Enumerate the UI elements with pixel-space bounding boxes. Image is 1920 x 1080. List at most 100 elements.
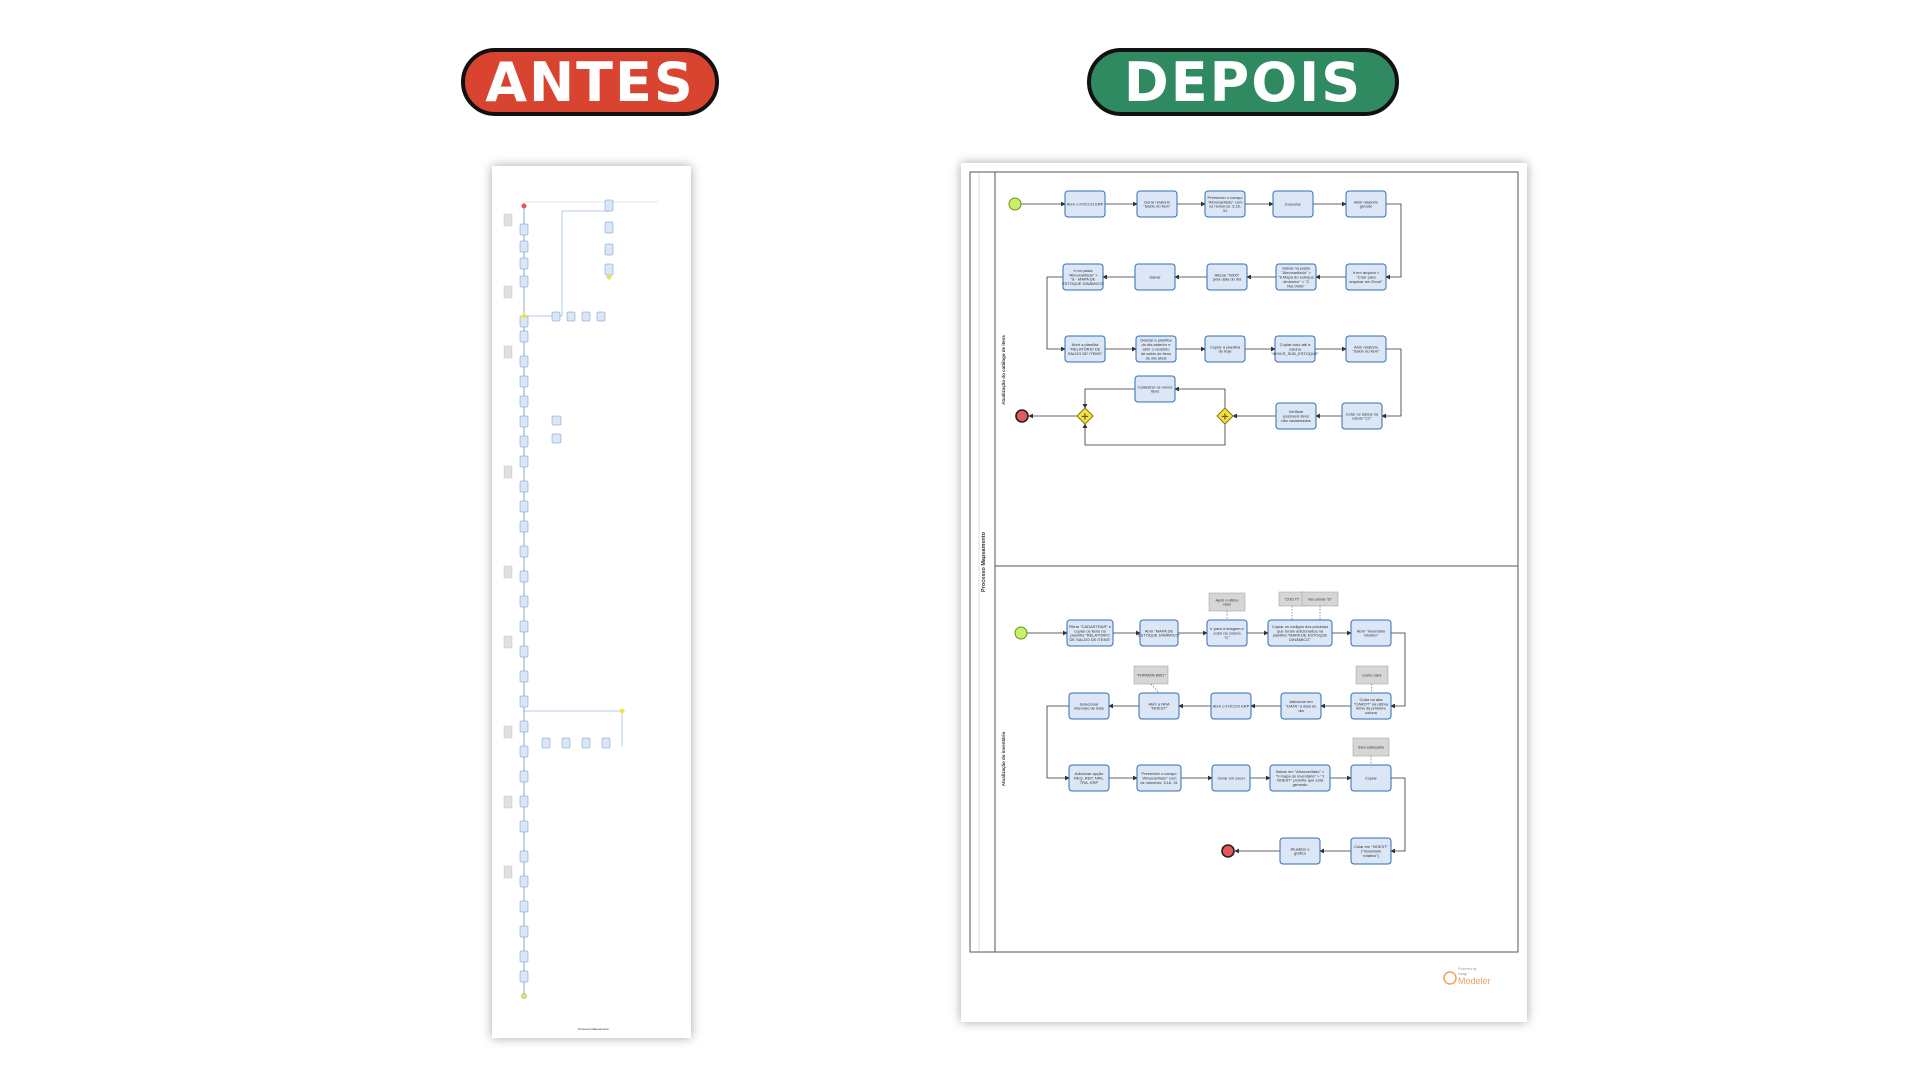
lane-label-inventory: Atualização do inventário xyxy=(1001,731,1006,786)
task-catalog-9-label: Salvar xyxy=(1149,275,1161,280)
before-task xyxy=(519,695,529,708)
before-branch-flow xyxy=(524,210,609,317)
before-task xyxy=(519,820,529,833)
task-inventory-16 xyxy=(1350,837,1392,865)
task-catalog-12 xyxy=(1135,335,1177,363)
before-task xyxy=(519,925,529,938)
pool-frame xyxy=(969,171,1519,953)
before-task xyxy=(519,720,529,733)
before-task xyxy=(519,620,529,633)
task-inventory-14-label: Salvar em "Almoxarifado" >"9 mapa do inv… xyxy=(1276,769,1325,787)
task-catalog-7-label: Salvar na pasta"Almoxarifado" >"8 Mapa d… xyxy=(1278,266,1314,289)
before-task xyxy=(566,311,576,322)
task-inventory-5 xyxy=(1350,619,1392,647)
task-catalog-15 xyxy=(1345,335,1387,363)
before-gateway xyxy=(619,708,625,714)
task-inventory-1 xyxy=(1066,619,1114,647)
before-task xyxy=(519,645,529,658)
after-badge: DEPOIS xyxy=(1087,48,1399,116)
flow-new-merge xyxy=(1082,388,1135,409)
before-task xyxy=(596,311,606,322)
task-catalog-9 xyxy=(1134,263,1176,291)
start-event-inventory xyxy=(1014,626,1028,640)
before-task xyxy=(519,240,529,253)
before-task xyxy=(541,737,551,749)
task-inventory-6 xyxy=(1350,692,1392,720)
task-catalog-16 xyxy=(1341,402,1383,430)
task-inventory-13-label: Gerar em excel xyxy=(1217,776,1244,781)
before-task xyxy=(519,545,529,558)
task-catalog-1-label: Abrir o FOCCO ERP xyxy=(1067,202,1104,207)
before-annotation xyxy=(503,635,513,649)
task-catalog-4-label: Executar xyxy=(1285,202,1301,207)
before-task xyxy=(581,737,591,749)
before-task xyxy=(581,311,591,322)
before-task xyxy=(519,875,529,888)
gateway-new-items xyxy=(1216,407,1234,425)
annotation-1 xyxy=(1208,592,1246,612)
before-badge: ANTES xyxy=(461,48,719,116)
task-inventory-8 xyxy=(1210,692,1252,720)
before-task xyxy=(519,257,529,270)
gateway-merge-plus-icon: + xyxy=(1081,412,1089,423)
task-catalog-3 xyxy=(1204,190,1246,218)
start-event-catalog xyxy=(1008,197,1022,211)
before-diagram: Processo Mapeamento xyxy=(503,199,658,1031)
annotation-4-label: "FORN000 8001" xyxy=(1136,674,1166,678)
before-gateway xyxy=(606,274,612,280)
before-task xyxy=(519,395,529,408)
task-inventory-11 xyxy=(1068,764,1110,792)
flow-no xyxy=(1082,423,1226,446)
annotation-5-label: Como valor xyxy=(1362,674,1382,678)
before-task xyxy=(519,950,529,963)
before-annotation xyxy=(503,285,513,299)
task-catalog-2-label: Gerar relatório"Saldo do item" xyxy=(1143,199,1171,208)
annotation-6-label: Sem cabeçalho xyxy=(1358,746,1384,750)
before-task xyxy=(604,199,614,212)
task-catalog-17 xyxy=(1275,402,1317,430)
flow-yes xyxy=(1174,386,1226,408)
before-task xyxy=(604,221,614,234)
before-task xyxy=(551,433,562,444)
before-task xyxy=(519,670,529,683)
annotation-6 xyxy=(1352,737,1390,757)
before-annotation xyxy=(503,565,513,579)
task-catalog-4 xyxy=(1272,190,1314,218)
before-annotation xyxy=(503,345,513,359)
before-task xyxy=(519,795,529,808)
task-catalog-6 xyxy=(1345,263,1387,291)
after-diagram: Processo Mapeamento Atualização do catál… xyxy=(969,171,1519,986)
gateway-merge xyxy=(1076,407,1094,425)
brand-powered: Powered by xyxy=(1458,967,1477,971)
before-task xyxy=(519,520,529,533)
task-inventory-9-label: Abrir a NRA"NOEST" xyxy=(1148,701,1170,710)
task-catalog-1 xyxy=(1064,190,1106,218)
before-task xyxy=(519,223,529,236)
task-catalog-14 xyxy=(1274,335,1316,363)
task-catalog-2 xyxy=(1136,190,1178,218)
before-task xyxy=(519,595,529,608)
brand-modeler: Modeler xyxy=(1458,976,1491,986)
task-inventory-7 xyxy=(1280,692,1322,720)
before-task xyxy=(519,275,529,288)
before-task xyxy=(519,435,529,448)
before-annotation xyxy=(503,725,513,739)
before-diagram-sheet: Processo Mapeamento xyxy=(492,166,691,1038)
before-task xyxy=(519,900,529,913)
task-inventory-14 xyxy=(1269,764,1331,792)
flow-wrap-5 xyxy=(1046,705,1070,781)
